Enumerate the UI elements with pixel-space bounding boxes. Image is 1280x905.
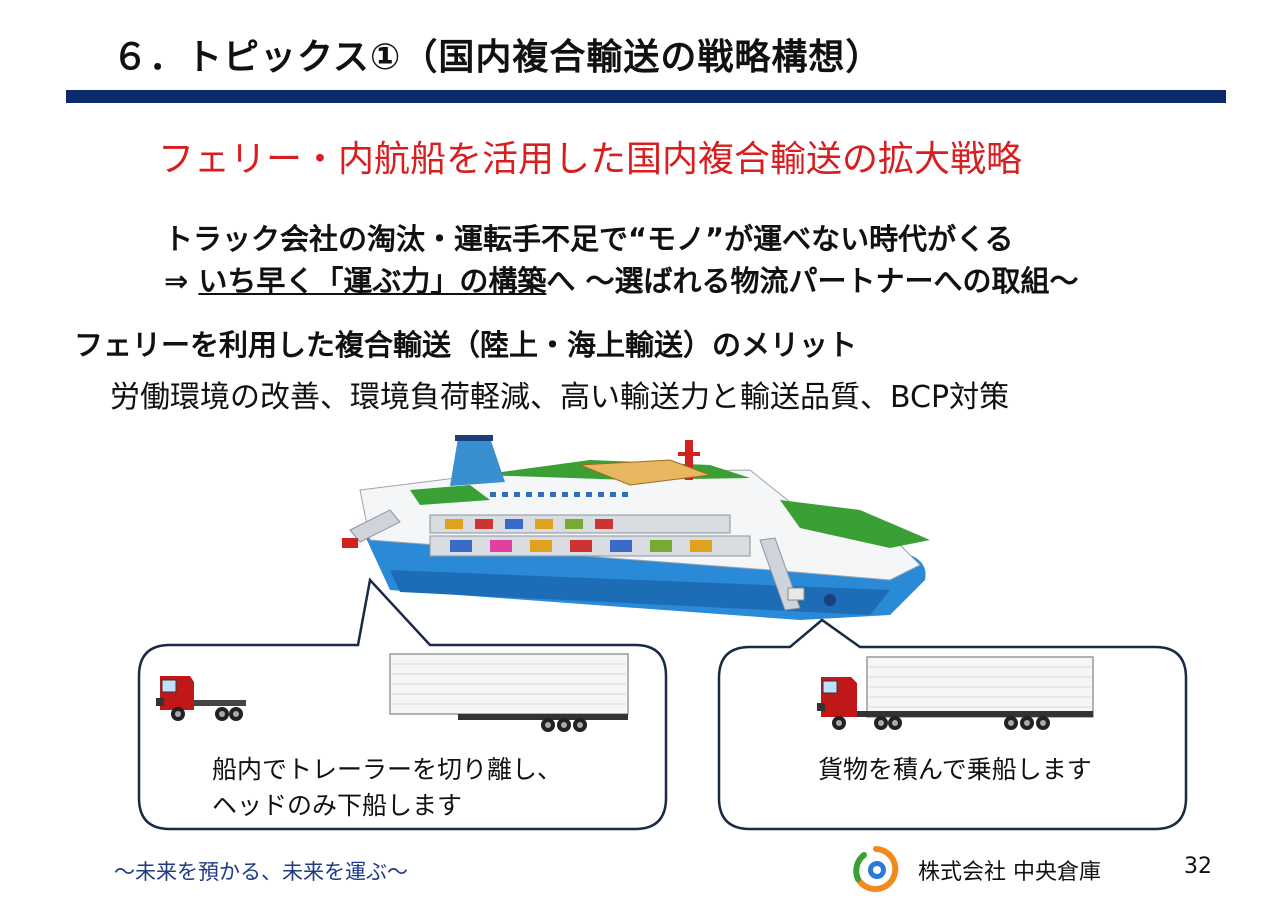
box-truck-with-trailer bbox=[817, 656, 1094, 730]
right-callout-line-1: 貨物を積んで乗船します bbox=[818, 755, 1092, 784]
left-callout-text: 船内でトレーラーを切り離し、 ヘッドのみ下船します bbox=[212, 752, 562, 824]
message-line-1: トラック会社の淘汰・運転手不足で“モノ”が運べない時代がくる bbox=[164, 222, 1014, 256]
strategy-subtitle: フェリー・内航船を活用した国内複合輸送の拡大戦略 bbox=[158, 139, 1023, 180]
page-title: ６．トピックス①（国内複合輸送の戦略構想） bbox=[112, 37, 883, 78]
ferry-cutaway-illustration bbox=[342, 435, 930, 620]
footer-company-name: 株式会社 中央倉庫 bbox=[918, 860, 1101, 885]
left-callout-line-1: 船内でトレーラーを切り離し、 bbox=[212, 755, 563, 784]
message-line-2-suffix: へ ～選ばれる物流パートナーへの取組～ bbox=[546, 264, 1079, 298]
trailer-box bbox=[389, 653, 629, 732]
message-line-2-underlined: いち早く「運ぶ力」の構築 bbox=[198, 264, 547, 298]
merits-text: 労働環境の改善、環境負荷軽減、高い輸送力と輸送品質、BCP対策 bbox=[110, 380, 1010, 415]
merits-heading: フェリーを利用した複合輸送（陸上・海上輸送）のメリット bbox=[74, 328, 858, 362]
title-underline-bar bbox=[66, 90, 1226, 103]
footer-slogan: ～未来を預かる、未来を運ぶ～ bbox=[114, 860, 408, 884]
message-line-2-prefix: ⇒ bbox=[164, 264, 199, 298]
left-callout-line-2: ヘッドのみ下船します bbox=[212, 791, 463, 820]
company-logo bbox=[853, 846, 899, 892]
message-line-2: ⇒ いち早く「運ぶ力」の構築へ ～選ばれる物流パートナーへの取組～ bbox=[164, 258, 1079, 300]
tractor-head-truck bbox=[156, 676, 246, 721]
page-number: 32 bbox=[1184, 854, 1212, 879]
right-callout-text: 貨物を積んで乗船します bbox=[818, 752, 1092, 788]
